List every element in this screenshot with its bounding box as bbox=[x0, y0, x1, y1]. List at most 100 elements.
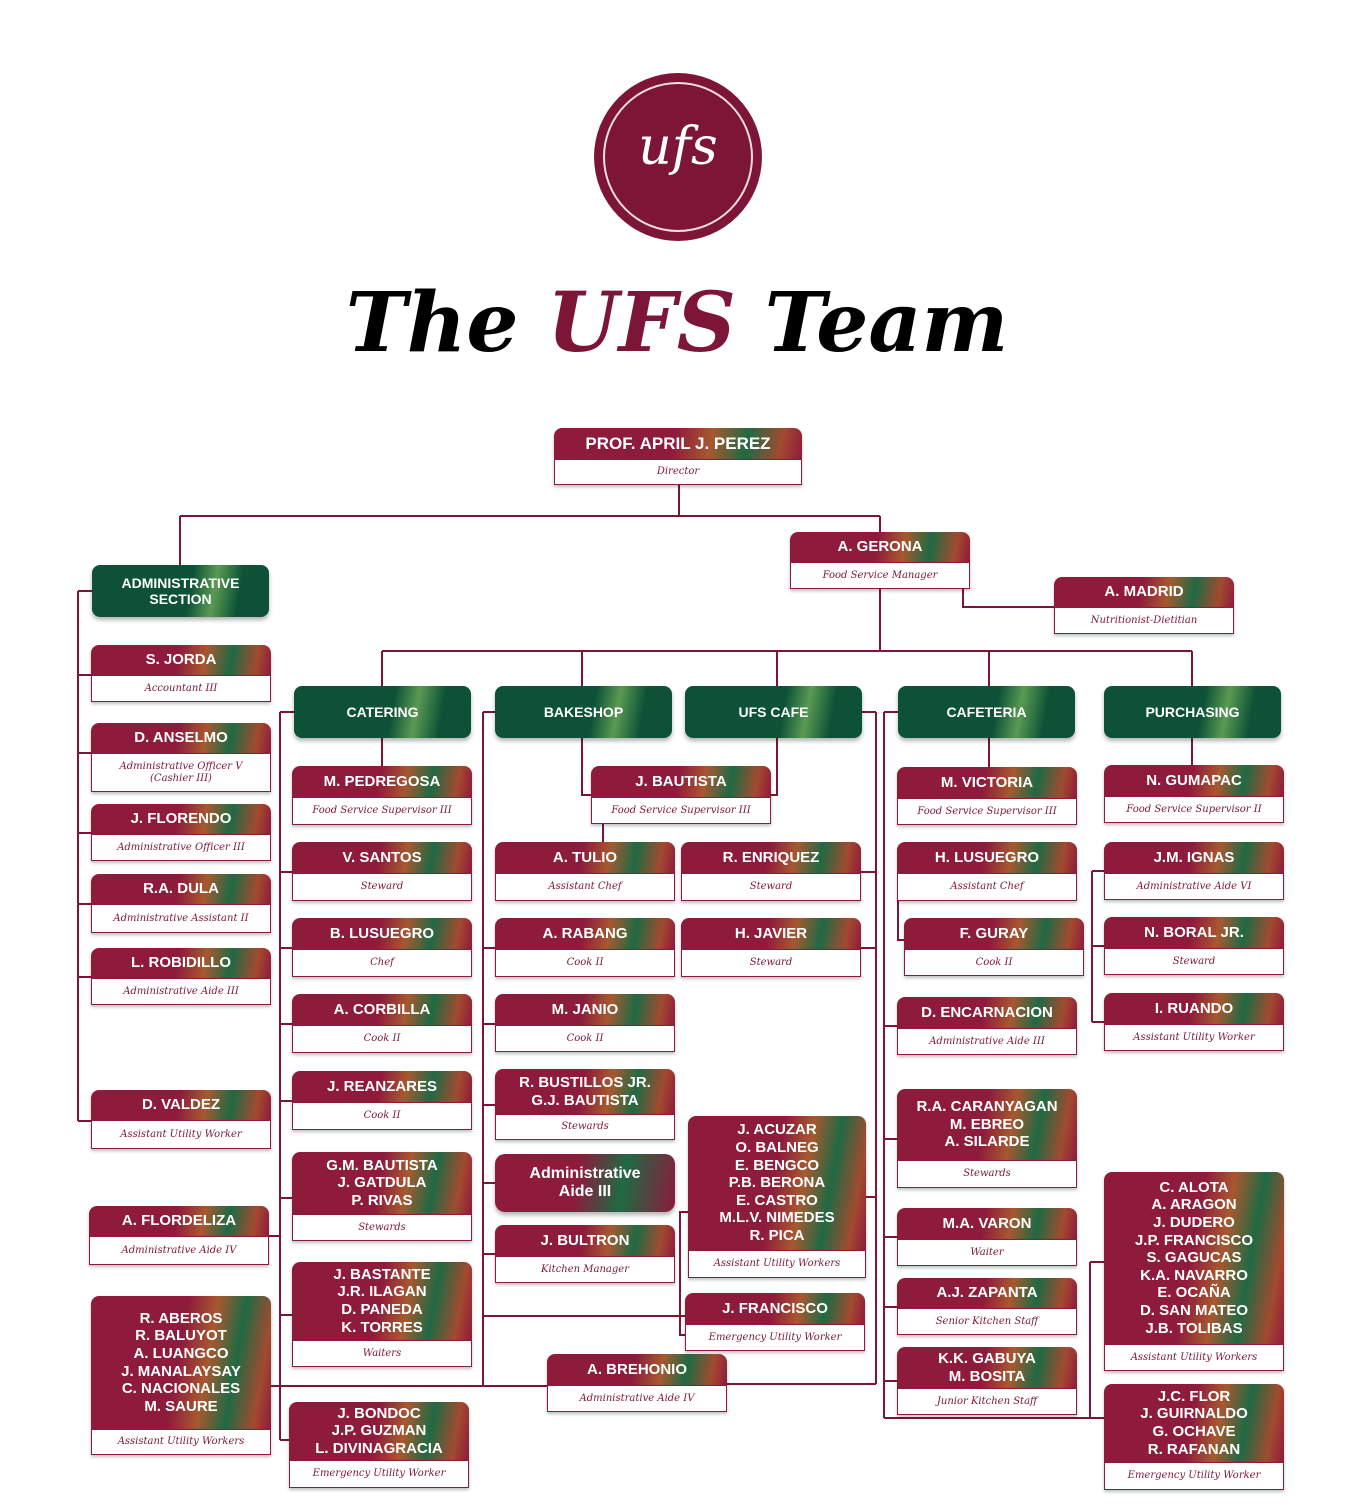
role-line: Assistant Utility Workers bbox=[1130, 1351, 1258, 1363]
section-label: BAKESHOP bbox=[543, 704, 624, 720]
role-line: Food Service Supervisor III bbox=[611, 804, 751, 816]
staff-name: L. ROBIDILLO bbox=[131, 954, 231, 972]
node-role: Steward bbox=[681, 873, 861, 901]
node-role: Cook II bbox=[495, 949, 675, 977]
node-role: Administrative Assistant II bbox=[91, 904, 271, 933]
staff-name: A. CORBILLA bbox=[333, 1000, 431, 1018]
node-role: Assistant Utility Workers bbox=[1104, 1344, 1284, 1371]
connector-line bbox=[679, 1211, 688, 1336]
staff-name: J. FRANCISCO bbox=[722, 1299, 828, 1317]
staff-name: S. GAGUCAS bbox=[1146, 1249, 1242, 1267]
org-node-zapanta: A.J. ZAPANTA Senior Kitchen Staff bbox=[897, 1278, 1077, 1335]
node-role: Emergency Utility Worker bbox=[1104, 1462, 1284, 1490]
node-role: Administrative Aide IV bbox=[547, 1385, 727, 1412]
section-purchasing: PURCHASING bbox=[1104, 686, 1281, 738]
role-line: Kitchen Manager bbox=[541, 1263, 629, 1275]
org-node-jfrancisco: J. FRANCISCO Emergency Utility Worker bbox=[685, 1293, 865, 1351]
section-label: SECTION bbox=[149, 591, 212, 607]
role-line: Administrative Aide IV bbox=[121, 1244, 237, 1256]
node-role: Senior Kitchen Staff bbox=[897, 1308, 1077, 1335]
node-names: A.J. ZAPANTA bbox=[897, 1278, 1077, 1308]
connector-line bbox=[962, 588, 1054, 608]
node-role: Administrative Officer V(Cashier III) bbox=[91, 753, 271, 792]
role-line: Food Service Manager bbox=[822, 569, 938, 581]
staff-name: A. LUANGCO bbox=[133, 1344, 229, 1362]
node-role: Cook II bbox=[904, 949, 1084, 976]
staff-name: J. ACUZAR bbox=[737, 1121, 817, 1139]
staff-name: J.C. FLOR bbox=[1157, 1387, 1231, 1405]
node-role: Assistant Utility Workers bbox=[688, 1250, 866, 1278]
role-line: Steward bbox=[749, 881, 793, 892]
node-names: J. BULTRON bbox=[495, 1225, 675, 1256]
role-line: Cook II bbox=[363, 1110, 401, 1121]
staff-name: R. BALUYOT bbox=[135, 1327, 227, 1345]
node-role: Kitchen Manager bbox=[495, 1256, 675, 1283]
node-role: Junior Kitchen Staff bbox=[897, 1388, 1077, 1415]
node-names: M. VICTORIA bbox=[897, 767, 1077, 798]
node-role: Administrative Aide III bbox=[91, 978, 271, 1005]
node-names: R. ENRIQUEZ bbox=[681, 842, 861, 873]
org-node-director: PROF. APRIL J. PEREZ Director bbox=[554, 428, 802, 485]
staff-name: D. SAN MATEO bbox=[1139, 1301, 1249, 1319]
staff-name: J. GUIRNALDO bbox=[1140, 1405, 1248, 1423]
node-names: J.M. IGNAS bbox=[1104, 842, 1284, 873]
staff-name: R. RAFANAN bbox=[1147, 1440, 1241, 1458]
staff-name: A. GERONA bbox=[837, 538, 923, 556]
staff-name: M. JANIO bbox=[551, 1000, 619, 1018]
staff-name: J. BASTANTE bbox=[333, 1265, 431, 1283]
staff-name: L. DIVINAGRACIA bbox=[315, 1439, 443, 1457]
role-line: Junior Kitchen Staff bbox=[936, 1395, 1038, 1407]
node-role: Stewards bbox=[495, 1114, 675, 1140]
node-role: Assistant Utility Worker bbox=[1104, 1024, 1284, 1051]
role-line: Administrative Assistant II bbox=[113, 912, 249, 924]
staff-name: G. OCHAVE bbox=[1152, 1423, 1236, 1440]
node-role: Director bbox=[554, 459, 802, 485]
staff-name: E. BENGCO bbox=[734, 1156, 820, 1174]
role-line: Stewards bbox=[561, 1121, 609, 1132]
section-bakeshop: BAKESHOP bbox=[495, 686, 672, 738]
role-line: Food Service Supervisor III bbox=[312, 805, 452, 816]
staff-name: J.P. FRANCISCO bbox=[1134, 1231, 1254, 1249]
node-role: Food Service Supervisor II bbox=[1104, 796, 1284, 823]
node-role: Food Service Supervisor III bbox=[292, 797, 472, 825]
staff-name: N. BORAL JR. bbox=[1144, 923, 1244, 941]
staff-name: J. BAUTISTA bbox=[635, 772, 727, 790]
node-names: J. BAUTISTA bbox=[591, 766, 771, 797]
section-label: ADMINISTRATIVE bbox=[121, 575, 240, 591]
role-line: Administrative Aide III bbox=[929, 1035, 1045, 1047]
staff-name: R. ABEROS bbox=[139, 1309, 223, 1327]
role-line: Food Service Supervisor III bbox=[917, 805, 1057, 817]
staff-name: PROF. APRIL J. PEREZ bbox=[585, 433, 771, 453]
role-line: Cook II bbox=[566, 957, 604, 968]
node-role: Assistant Chef bbox=[495, 873, 675, 901]
section-catering: CATERING bbox=[294, 686, 471, 738]
node-role: Nutritionist-Dietitian bbox=[1054, 607, 1234, 634]
staff-name: M. SAURE bbox=[144, 1397, 218, 1415]
staff-name: A. ARAGON bbox=[1151, 1196, 1237, 1214]
role-line: Senior Kitchen Staff bbox=[935, 1315, 1039, 1327]
role-line: Assistant Utility Worker bbox=[120, 1128, 242, 1140]
node-names: A. BREHONIO bbox=[547, 1354, 727, 1385]
node-role: Assistant Utility Workers bbox=[91, 1429, 271, 1455]
node-names: N. BORAL JR. bbox=[1104, 917, 1284, 948]
role-line: Emergency Utility Worker bbox=[708, 1331, 842, 1343]
